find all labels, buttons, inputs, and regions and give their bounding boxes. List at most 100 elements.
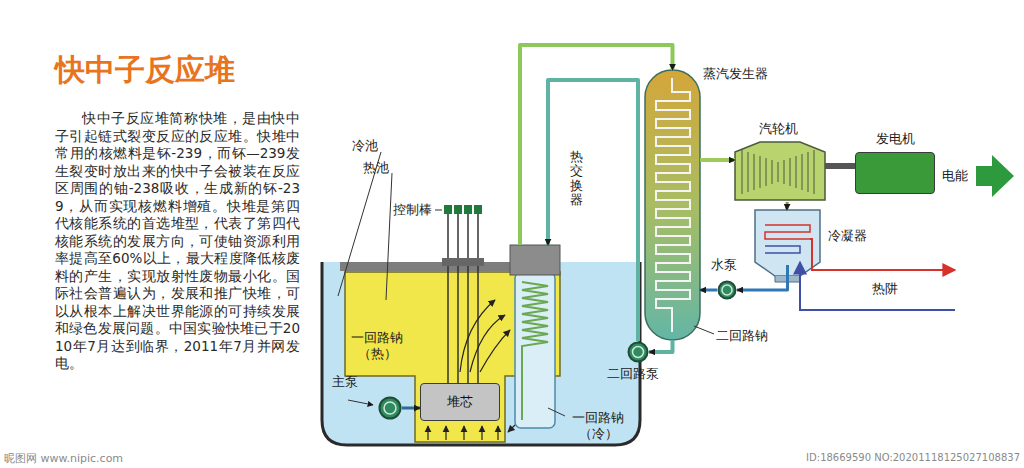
control-rods bbox=[444, 205, 452, 214]
generator-label: 发电机 bbox=[876, 131, 915, 147]
output-label: 电能 bbox=[942, 168, 968, 184]
turbine bbox=[754, 154, 755, 190]
steam-generator-label: 蒸汽发生器 bbox=[703, 66, 768, 82]
caption: 快中子反应堆简称快堆，是由快中子引起链式裂变反应的反应堆。快堆中常用的核燃料是钚… bbox=[55, 110, 300, 373]
flow-arrows bbox=[508, 425, 515, 432]
secondary-pump-outline bbox=[627, 341, 649, 363]
turbine bbox=[748, 152, 749, 192]
main-pump-outline bbox=[378, 396, 402, 420]
power-arrow bbox=[976, 155, 1014, 197]
pool-tank bbox=[322, 262, 640, 445]
condenser bbox=[765, 246, 800, 253]
turbine bbox=[814, 150, 815, 194]
steam-generator: 蒸汽发生器 bbox=[645, 70, 700, 340]
turbine bbox=[760, 156, 761, 188]
heat-exchanger bbox=[515, 272, 555, 428]
flow-arrows bbox=[460, 300, 495, 372]
turbine bbox=[808, 152, 809, 192]
flow-arrows bbox=[497, 426, 498, 440]
leader-lines bbox=[435, 210, 442, 211]
main-pump-label: 主泵 bbox=[332, 374, 358, 390]
flow-arrows bbox=[480, 330, 510, 372]
heat-sink-pipes bbox=[800, 239, 955, 310]
turbine bbox=[790, 158, 791, 186]
heat-exchanger-label: 热交换器 bbox=[570, 150, 583, 207]
leader-lines bbox=[338, 152, 381, 296]
turbine bbox=[766, 158, 767, 186]
turbine: 汽轮机 bbox=[735, 142, 825, 202]
turbine bbox=[742, 150, 743, 194]
secondary-cold-pipe bbox=[649, 340, 673, 352]
flow-arrows bbox=[463, 426, 464, 440]
flow-arrows bbox=[428, 300, 515, 440]
water-pump-rotor bbox=[722, 285, 732, 295]
control-rods bbox=[474, 205, 482, 214]
heat-sink-pipes bbox=[800, 262, 955, 310]
watermark: ID:18669590 NO:20201118125027108837 bbox=[806, 452, 1020, 465]
reactor-core: 堆芯 bbox=[420, 383, 500, 421]
water-pump: 水泵 bbox=[717, 280, 737, 300]
pool-tank bbox=[322, 262, 640, 445]
water-pump-label: 水泵 bbox=[711, 257, 737, 273]
turbine bbox=[735, 142, 825, 200]
main-pump-outline bbox=[380, 398, 401, 419]
control-rods bbox=[467, 214, 469, 383]
secondary-cold-pipe bbox=[548, 80, 638, 341]
region-label: 热池 bbox=[363, 160, 389, 176]
flow-arrows bbox=[481, 426, 482, 440]
watermark: 昵图网 www.nipic.com bbox=[4, 452, 123, 466]
secondary-pump-label: 二回路泵 bbox=[607, 366, 659, 382]
roof-slab bbox=[340, 262, 520, 271]
water-pump-outline bbox=[719, 282, 736, 299]
leader-lines bbox=[348, 400, 373, 405]
part-label: 控制棒 bbox=[393, 202, 432, 218]
exhaust-pipe bbox=[785, 202, 788, 210]
water-pipe bbox=[700, 288, 717, 291]
leader-lines bbox=[548, 408, 565, 416]
control-rods bbox=[442, 258, 484, 266]
control-rods bbox=[457, 214, 459, 383]
steam-pipe bbox=[700, 158, 735, 162]
control-rods bbox=[454, 205, 462, 214]
turbine bbox=[778, 162, 779, 182]
main-pump-rotor bbox=[384, 402, 396, 414]
water-pipe bbox=[737, 265, 788, 290]
reactor-core-label: 堆芯 bbox=[447, 394, 473, 410]
control-rods bbox=[477, 214, 479, 383]
fluid-label: 一回路钠 （冷） bbox=[566, 410, 630, 443]
fluid-label: 二回路钠 bbox=[716, 328, 768, 344]
part-label: 热阱 bbox=[872, 281, 898, 297]
turbine bbox=[772, 160, 773, 184]
heat-exchanger: 热交换器 bbox=[510, 245, 560, 430]
steam-generator bbox=[656, 78, 690, 332]
flow-arrows bbox=[445, 426, 446, 440]
heat-sink-pipes bbox=[810, 239, 955, 270]
turbine-label: 汽轮机 bbox=[759, 121, 798, 137]
primary-pipe bbox=[402, 407, 420, 410]
secondary-pump-outline bbox=[629, 343, 648, 362]
water-pump-outline bbox=[717, 280, 737, 300]
secondary-hot-pipe bbox=[520, 45, 673, 245]
heat-exchanger bbox=[510, 245, 560, 275]
heat-exchanger bbox=[522, 282, 548, 420]
title: 快中子反应堆 bbox=[55, 50, 235, 91]
condenser-label: 冷凝器 bbox=[828, 228, 867, 244]
steam-generator bbox=[645, 70, 700, 340]
condenser: 冷凝器 bbox=[755, 210, 820, 265]
fluid-label: 一回路钠 （热） bbox=[345, 330, 409, 363]
flow-arrows bbox=[427, 426, 428, 440]
secondary-pump-rotor bbox=[633, 347, 644, 358]
condenser bbox=[765, 225, 810, 239]
hot-pool bbox=[345, 272, 560, 442]
secondary-pump: 二回路泵 bbox=[627, 341, 649, 363]
leader-lines bbox=[386, 173, 392, 300]
heat-exchanger bbox=[510, 245, 560, 428]
steam-generator bbox=[645, 70, 700, 340]
turbine bbox=[796, 156, 797, 188]
control-rods bbox=[464, 205, 472, 214]
leader-lines bbox=[694, 326, 714, 334]
region-label: 冷池 bbox=[352, 138, 378, 154]
power-arrow bbox=[976, 155, 1014, 197]
leader-lines bbox=[338, 152, 714, 416]
